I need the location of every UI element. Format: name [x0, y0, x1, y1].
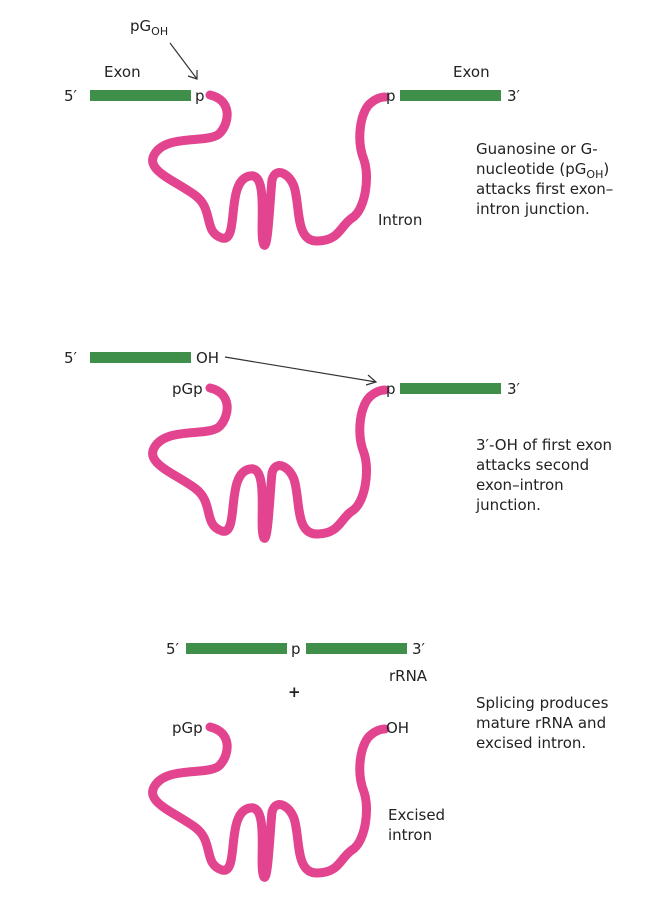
pgoh-subscript: OH [151, 25, 168, 38]
pgoh-attack-arrow [169, 42, 198, 80]
pgoh-main: pG [130, 17, 151, 35]
caption-1-line-2-pre: nucleotide (pG [476, 160, 586, 178]
caption-2-line-3: exon–intron [476, 476, 564, 494]
five-prime-label: 5′ [64, 349, 78, 367]
excised-label-line-1: Excised [388, 806, 445, 824]
exon-left-bar [90, 90, 191, 101]
caption-1-line-3: attacks first exon– [476, 180, 613, 198]
p-right-label: p [386, 380, 396, 398]
caption-1-line-2: nucleotide (pGOH) [476, 160, 609, 181]
rrna-left-bar [186, 643, 287, 654]
oh-label: OH [196, 349, 219, 367]
three-prime-label: 3′ [507, 87, 521, 105]
pgoh-label: pGOH [130, 17, 168, 38]
exon-right-label: Exon [453, 63, 490, 81]
intron-strand [153, 95, 385, 245]
rrna-right-bar [306, 643, 407, 654]
rrna-label: rRNA [389, 667, 428, 685]
five-prime-label: 5′ [64, 87, 78, 105]
intron-label: Intron [378, 211, 422, 229]
exon-right-bar [400, 383, 501, 394]
three-prime-label: 3′ [412, 640, 426, 658]
excised-intron-strand [153, 727, 385, 877]
caption-1-line-4: intron junction. [476, 200, 590, 218]
intron-strand [153, 388, 385, 538]
panel-3: 5′ p 3′ rRNA + pGp OH Excised intron Spl… [153, 640, 609, 877]
pgp-label: pGp [172, 719, 203, 737]
plus-sign: + [288, 683, 301, 701]
caption-3-line-1: Splicing produces [476, 694, 609, 712]
p-left-label: p [195, 87, 205, 105]
caption-1-line-2-sub: OH [586, 168, 603, 181]
caption-1-line-1: Guanosine or G- [476, 140, 598, 158]
caption-2-line-1: 3′-OH of first exon [476, 436, 612, 454]
pgoh-arrowhead [187, 70, 198, 80]
excised-label-line-2: intron [388, 826, 432, 844]
p-right-label: p [386, 87, 396, 105]
caption-3-line-2: mature rRNA and [476, 714, 606, 732]
exon-left-bar [90, 352, 191, 363]
caption-3-line-3: excised intron. [476, 734, 586, 752]
caption-2-line-4: junction. [475, 496, 541, 514]
panel-1: pGOH Exon Exon 5′ p p 3′ Intron Guanosin… [64, 17, 613, 245]
pgp-label: pGp [172, 380, 203, 398]
exon-left-label: Exon [104, 63, 141, 81]
exon-right-bar [400, 90, 501, 101]
oh-attack-arrow [224, 356, 377, 383]
caption-2-line-2: attacks second [476, 456, 589, 474]
oh-arrowhead [365, 374, 378, 386]
five-prime-label: 5′ [166, 640, 180, 658]
caption-1-line-2-post: ) [603, 160, 609, 178]
three-prime-label: 3′ [507, 380, 521, 398]
panel-2: 5′ OH pGp p 3′ 3′-OH of first exon attac… [64, 349, 612, 538]
p-middle-label: p [291, 640, 301, 658]
oh-label: OH [386, 719, 409, 737]
